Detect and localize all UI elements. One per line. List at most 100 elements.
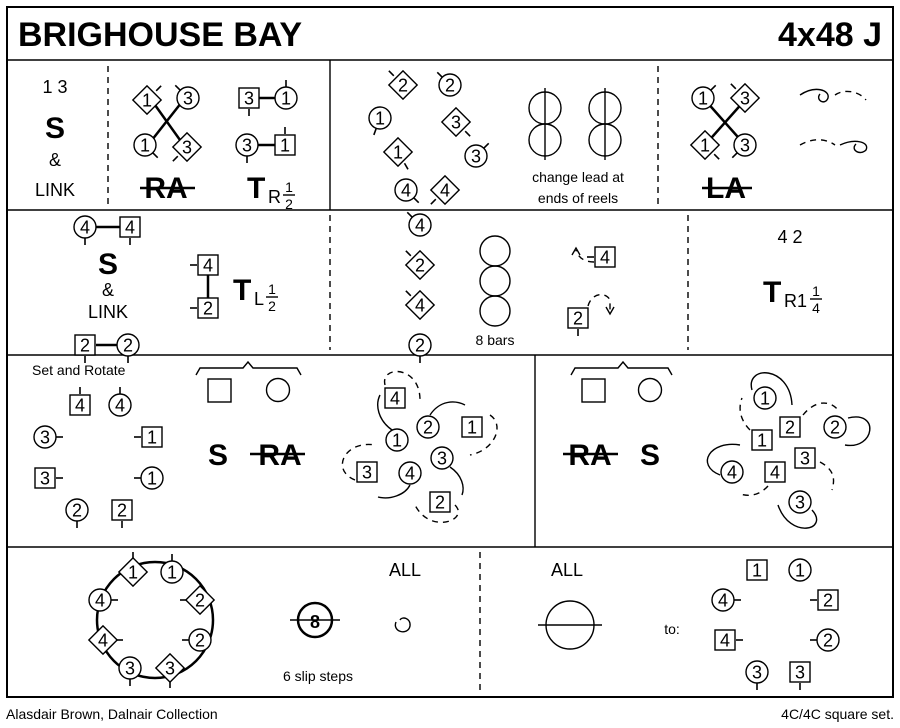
dancer-number: 2 bbox=[195, 631, 205, 651]
link-label: LINK bbox=[88, 302, 128, 322]
reel-note: ends of reels bbox=[538, 190, 618, 206]
diamond-shape bbox=[729, 82, 761, 114]
dancer-number: 3 bbox=[40, 469, 50, 489]
facing-tick bbox=[388, 70, 395, 77]
men-symbol bbox=[581, 378, 606, 403]
square-shape bbox=[817, 589, 839, 611]
dancer-number: 2 bbox=[80, 336, 90, 356]
circle-shape bbox=[430, 446, 454, 470]
diamond-shape bbox=[429, 174, 461, 206]
dancer-number: 2 bbox=[823, 591, 833, 611]
dancer-number: 2 bbox=[398, 76, 408, 96]
travel-arrows bbox=[571, 246, 615, 316]
square-shape bbox=[34, 467, 56, 489]
dancer-number: 2 bbox=[195, 591, 205, 611]
diamond-shape bbox=[184, 584, 216, 616]
circle-shape bbox=[176, 86, 200, 110]
dancer-man: 3 bbox=[154, 652, 186, 688]
dancer-number: 1 bbox=[147, 428, 157, 448]
dancer-number: 3 bbox=[437, 449, 447, 469]
dancer-woman: 3 bbox=[33, 425, 63, 449]
dancer-number: 3 bbox=[165, 659, 175, 679]
turn-direction: R bbox=[268, 187, 281, 207]
dancer-number: 3 bbox=[740, 89, 750, 109]
dancer-man: 4 bbox=[714, 629, 743, 651]
circle-shape bbox=[464, 144, 488, 168]
dancer-number: 3 bbox=[800, 449, 810, 469]
dancer-man: 4 bbox=[429, 174, 461, 206]
ampersand: & bbox=[102, 280, 114, 300]
facing-tick bbox=[713, 153, 720, 160]
turn-direction: L bbox=[254, 289, 264, 309]
dancer-woman: 2 bbox=[810, 628, 840, 652]
dancer-number: 3 bbox=[183, 89, 193, 109]
diamond-shape bbox=[87, 624, 119, 656]
dancer-man: 2 bbox=[404, 249, 436, 281]
dancer-woman: 3 bbox=[118, 656, 142, 686]
dancer-woman: 4 bbox=[406, 211, 432, 237]
dancer-woman: 4 bbox=[88, 588, 118, 612]
circle-shape bbox=[788, 558, 812, 582]
figure-setting: S bbox=[98, 248, 118, 281]
fraction-numerator: 1 bbox=[812, 283, 820, 299]
reel-figure-8 bbox=[528, 88, 622, 160]
facing-tick bbox=[172, 155, 179, 162]
dancer-woman: 3 bbox=[430, 446, 454, 470]
dancer-number: 4 bbox=[600, 248, 610, 268]
square-shape bbox=[197, 254, 219, 276]
square-shape bbox=[111, 499, 133, 521]
dancer-number: 1 bbox=[795, 561, 805, 581]
circle-shape bbox=[398, 461, 422, 485]
dancer-woman: 2 bbox=[408, 333, 432, 363]
square-shape bbox=[714, 629, 736, 651]
dancer-man: 4 bbox=[119, 216, 141, 245]
facing-tick bbox=[430, 198, 437, 205]
brace bbox=[570, 360, 673, 376]
dancer-man: 2 bbox=[180, 584, 216, 616]
dancer-number: 2 bbox=[415, 336, 425, 356]
dancer-man: 2 bbox=[429, 491, 451, 513]
dancer-man: 2 bbox=[387, 69, 419, 101]
all-label: ALL bbox=[389, 560, 421, 580]
fraction-numerator: 1 bbox=[268, 281, 276, 297]
figure-setting: S bbox=[45, 112, 65, 145]
all-label: ALL bbox=[551, 560, 583, 580]
dancer-number: 1 bbox=[392, 431, 402, 451]
women-symbol bbox=[265, 377, 291, 403]
square-shape bbox=[751, 429, 773, 451]
dancer-man: 3 bbox=[171, 131, 203, 163]
dancer-number: 4 bbox=[390, 389, 400, 409]
dancer-number: 2 bbox=[423, 418, 433, 438]
dancer-man: 4 bbox=[190, 254, 219, 276]
dancer-number: 4 bbox=[405, 464, 415, 484]
facing-tick bbox=[403, 162, 409, 170]
facing-tick bbox=[436, 71, 443, 78]
facing-tick bbox=[483, 142, 490, 149]
dancer-man: 2 bbox=[779, 416, 801, 438]
men-symbol bbox=[207, 378, 232, 403]
dancer-number: 1 bbox=[281, 89, 291, 109]
dancer-woman: 1 bbox=[753, 386, 777, 410]
dancer-number: 3 bbox=[125, 659, 135, 679]
dancer-number: 3 bbox=[182, 138, 192, 158]
outer-border bbox=[6, 6, 894, 698]
dancer-man: 3 bbox=[356, 461, 378, 483]
figure-turn: T bbox=[763, 276, 781, 309]
hand-line bbox=[147, 97, 186, 146]
dancer-man: 2 bbox=[567, 307, 589, 336]
dancer-number: 4 bbox=[125, 218, 135, 238]
circle-shape bbox=[733, 133, 757, 157]
dancer-number: 3 bbox=[242, 136, 252, 156]
dancer-woman: 3 bbox=[235, 133, 259, 163]
square-shape bbox=[594, 246, 616, 268]
dancer-number: 2 bbox=[445, 76, 455, 96]
dancer-woman: 2 bbox=[116, 333, 140, 363]
dancer-number: 4 bbox=[440, 181, 450, 201]
dancer-number: 4 bbox=[415, 216, 425, 236]
square-shape bbox=[274, 134, 296, 156]
dancer-woman: 3 bbox=[745, 660, 769, 690]
dancer-number: 2 bbox=[785, 418, 795, 438]
dancer-woman: 3 bbox=[174, 84, 200, 110]
facing-tick bbox=[155, 85, 162, 92]
dancer-number: 1 bbox=[760, 389, 770, 409]
